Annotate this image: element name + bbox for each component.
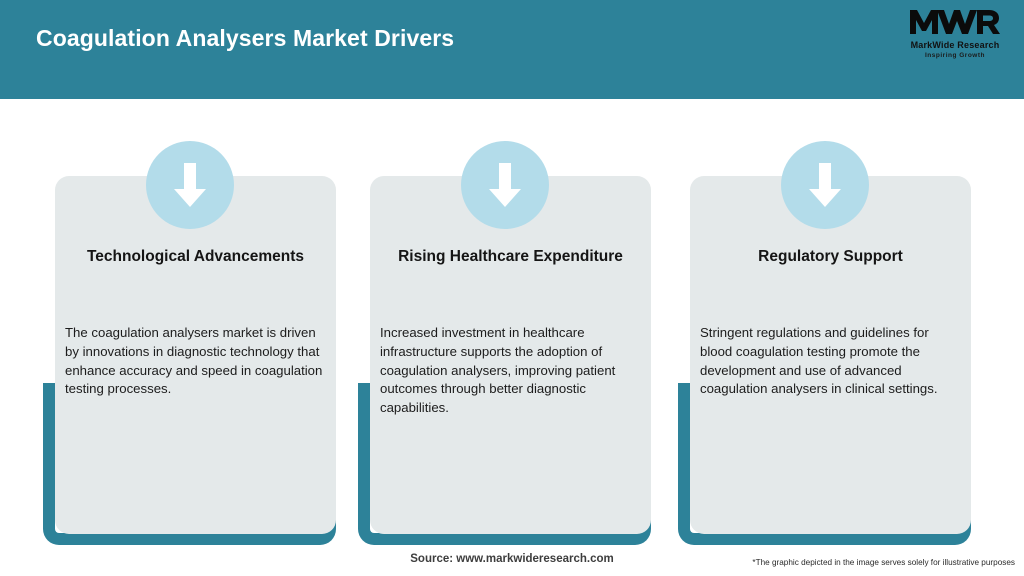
card-body-text: Increased investment in healthcare infra…	[380, 325, 616, 416]
brand-logo: MarkWide Research Inspiring Growth	[903, 8, 1007, 59]
card-heading: Rising Healthcare Expenditure	[398, 248, 623, 265]
logo-company-name: MarkWide Research	[910, 40, 1000, 50]
source-attribution: Source: www.markwideresearch.com	[410, 553, 614, 565]
card-heading: Regulatory Support	[758, 248, 903, 265]
arrow-down-icon	[461, 141, 549, 229]
card-panel	[55, 176, 336, 534]
header-bar	[0, 0, 1024, 99]
driver-card-technological-advancements[interactable]: Technological Advancements The coagulati…	[43, 99, 336, 546]
illustrative-disclaimer: *The graphic depicted in the image serve…	[752, 558, 1015, 567]
card-body-text: Stringent regulations and guidelines for…	[700, 325, 938, 397]
logo-tagline: Inspiring Growth	[925, 52, 985, 59]
arrow-down-icon	[781, 141, 869, 229]
mwr-logo-icon	[909, 9, 1001, 40]
card-heading: Technological Advancements	[86, 248, 305, 265]
driver-card-regulatory-support[interactable]: Regulatory Support Stringent regulations…	[678, 99, 971, 546]
driver-card-rising-healthcare-expenditure[interactable]: Rising Healthcare Expenditure Increased …	[358, 99, 651, 546]
arrow-down-icon	[146, 141, 234, 229]
card-panel	[370, 176, 651, 534]
card-body-text: The coagulation analysers market is driv…	[65, 325, 323, 397]
card-panel	[690, 176, 971, 534]
market-drivers-cards: Technological Advancements The coagulati…	[0, 99, 1024, 545]
page-title: Coagulation Analysers Market Drivers	[36, 25, 455, 51]
